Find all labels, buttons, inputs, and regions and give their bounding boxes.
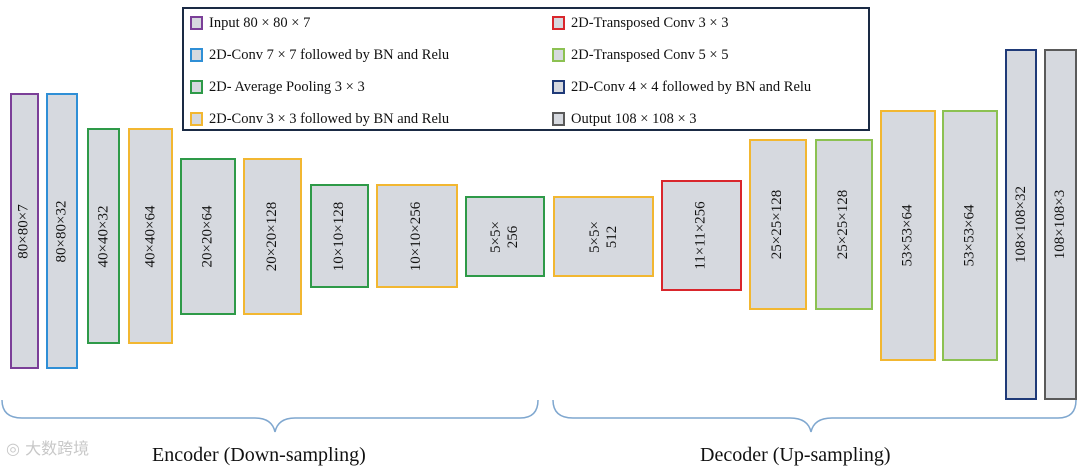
layer-block-conv3-6: 53×53×64 (880, 110, 936, 361)
legend-swatch-tconv5 (552, 48, 565, 62)
legend-label-tconv5: 2D-Transposed Conv 5 × 5 (571, 46, 729, 63)
encoder-label: Encoder (Down-sampling) (152, 444, 366, 466)
legend-item-conv4: 2D-Conv 4 × 4 followed by BN and Relu (552, 77, 811, 97)
legend-item-conv3: 2D-Conv 3 × 3 followed by BN and Relu (190, 109, 449, 129)
legend-label-input: Input 80 × 80 × 7 (209, 14, 311, 31)
layer-block-conv3-5: 25×25×128 (749, 139, 807, 310)
legend-swatch-conv7 (190, 48, 203, 62)
legend-swatch-tconv3 (552, 16, 565, 30)
layer-block-tconv3: 11×11×256 (661, 180, 742, 291)
layer-block-conv3-1: 40×40×64 (128, 128, 173, 344)
legend-item-avgpool: 2D- Average Pooling 3 × 3 (190, 77, 365, 97)
layer-block-input: 80×80×7 (10, 93, 39, 369)
legend-item-tconv3: 2D-Transposed Conv 3 × 3 (552, 13, 728, 33)
layer-block-conv7: 80×80×32 (46, 93, 78, 369)
decoder-label: Decoder (Up-sampling) (700, 444, 891, 466)
legend-label-avgpool: 2D- Average Pooling 3 × 3 (209, 78, 365, 95)
layer-block-tconv5-1: 25×25×128 (815, 139, 873, 310)
legend-swatch-conv4 (552, 80, 565, 94)
legend-item-input: Input 80 × 80 × 7 (190, 13, 310, 33)
legend-item-conv7: 2D-Conv 7 × 7 followed by BN and Relu (190, 45, 449, 65)
layer-block-conv3-3: 10×10×256 (376, 184, 458, 288)
layer-block-pool-1: 40×40×32 (87, 128, 120, 344)
legend-swatch-input (190, 16, 203, 30)
legend-box: Input 80 × 80 × 7 2D-Conv 7 × 7 followed… (182, 7, 870, 131)
legend-label-tconv3: 2D-Transposed Conv 3 × 3 (571, 14, 729, 31)
layer-block-pool-3: 10×10×128 (310, 184, 369, 288)
decoder-brace (552, 399, 1077, 433)
legend-item-output: Output 108 × 108 × 3 (552, 109, 697, 129)
legend-label-conv3: 2D-Conv 3 × 3 followed by BN and Relu (209, 110, 450, 127)
watermark-logo-icon: ◎ (6, 439, 20, 458)
layer-block-conv3-2: 20×20×128 (243, 158, 302, 315)
legend-label-conv7: 2D-Conv 7 × 7 followed by BN and Relu (209, 46, 450, 63)
layer-block-pool-2: 20×20×64 (180, 158, 236, 315)
layer-block-conv4: 108×108×32 (1005, 49, 1037, 400)
legend-label-conv4: 2D-Conv 4 × 4 followed by BN and Relu (571, 78, 812, 95)
layer-block-pool-4: 5×5× 256 (465, 196, 545, 277)
layer-block-output: 108×108×3 (1044, 49, 1077, 400)
legend-label-output: Output 108 × 108 × 3 (571, 110, 697, 127)
watermark-text: 大数跨境 (25, 439, 90, 458)
legend-swatch-conv3 (190, 112, 203, 126)
legend-swatch-output (552, 112, 565, 126)
legend-swatch-avgpool (190, 80, 203, 94)
layer-block-tconv5-2: 53×53×64 (942, 110, 998, 361)
legend-item-tconv5: 2D-Transposed Conv 5 × 5 (552, 45, 728, 65)
layer-block-conv3-4: 5×5× 512 (553, 196, 654, 277)
encoder-brace (1, 399, 539, 433)
watermark: ◎ 大数跨境 (6, 435, 89, 459)
